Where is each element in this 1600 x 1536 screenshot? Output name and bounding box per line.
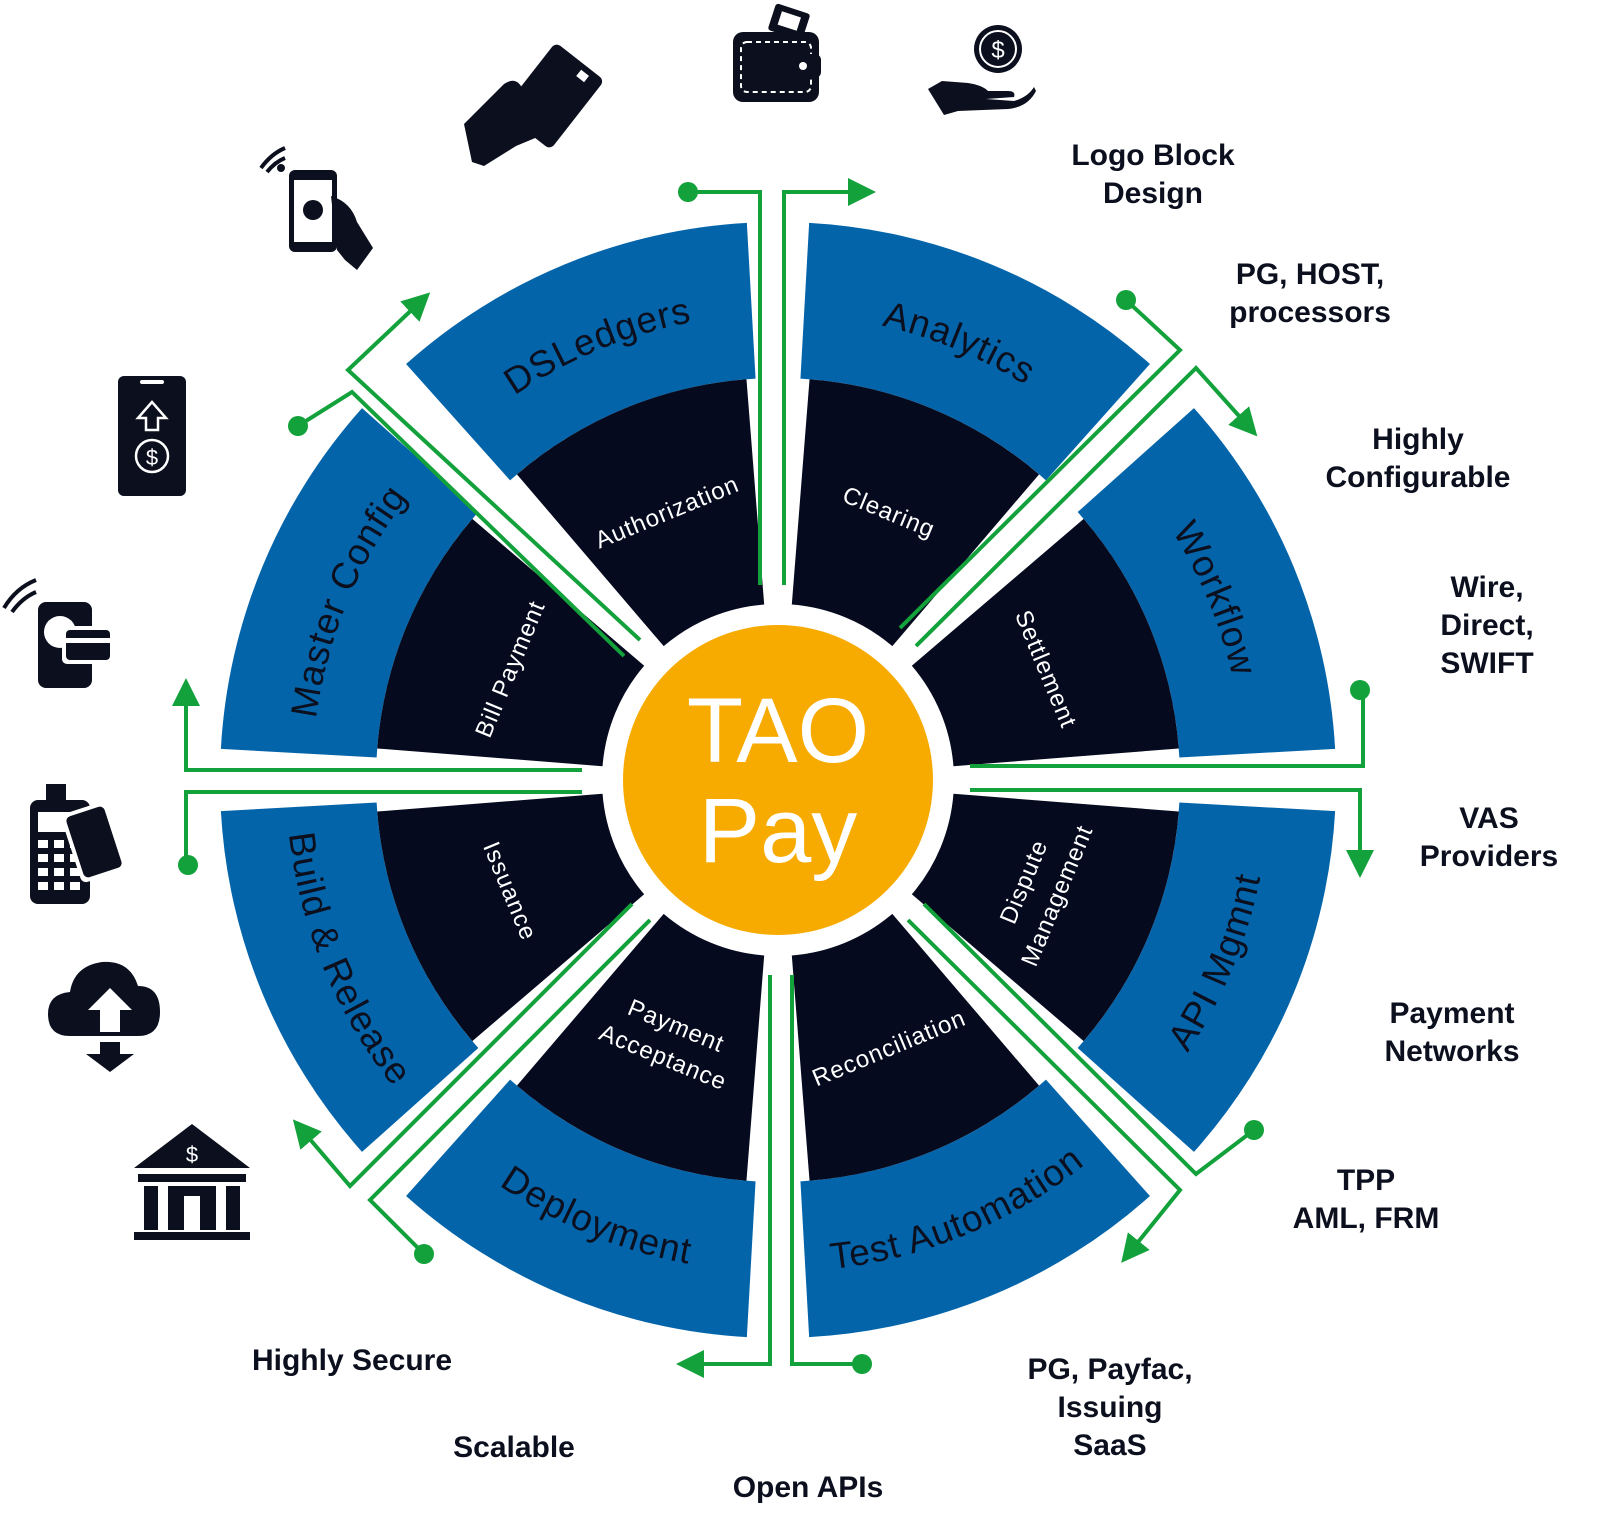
connector-left-bottom bbox=[184, 790, 582, 865]
connector-top-right bbox=[782, 178, 876, 585]
mobile-upload-dollar-icon: $ bbox=[118, 376, 186, 496]
connector-dot bbox=[414, 1244, 434, 1264]
connector-diag-br-inner bbox=[906, 918, 1183, 1263]
bank-icon: $ bbox=[134, 1124, 250, 1240]
ext-label-highly-secure: Highly Secure bbox=[252, 1344, 452, 1377]
connector-diag-tr-outer bbox=[898, 298, 1183, 630]
svg-text:$: $ bbox=[186, 1142, 198, 1167]
svg-text:$: $ bbox=[146, 445, 158, 470]
outer-segment-workflow bbox=[1077, 408, 1336, 758]
connector-diag-br-outer bbox=[922, 902, 1256, 1177]
connector-lines bbox=[172, 178, 1374, 1378]
outer-segment-test-automation bbox=[800, 1079, 1150, 1338]
contactless-phone-icon bbox=[259, 146, 373, 270]
inner-segment-issuance bbox=[377, 793, 645, 1042]
inner-segment-clearing bbox=[791, 379, 1040, 647]
connector-diag-tl-outer bbox=[345, 292, 642, 642]
inner-segment-dispute-management bbox=[911, 793, 1179, 1042]
ext-label-pg-host-processors: PG, HOST,processors bbox=[1229, 258, 1391, 329]
connector-bottom-right bbox=[790, 975, 862, 1366]
connector-right-top bbox=[970, 690, 1365, 768]
hand-card-icon bbox=[464, 44, 603, 166]
inner-ring bbox=[377, 379, 1179, 1181]
pos-terminal-icon bbox=[30, 784, 127, 904]
icons: $ $ bbox=[2, 3, 1036, 1240]
outer-ring bbox=[220, 222, 1336, 1338]
center-hub: TAO Pay bbox=[603, 605, 953, 955]
connector-dot bbox=[678, 182, 698, 202]
inner-segment-reconciliation bbox=[791, 913, 1040, 1181]
wallet-icon bbox=[733, 3, 821, 102]
inner-segment-payment-acceptance bbox=[516, 913, 765, 1181]
connector-diag-tl-inner bbox=[296, 389, 626, 658]
connector-dot bbox=[1116, 290, 1136, 310]
connector-diag-tr-inner bbox=[914, 365, 1258, 648]
cloud-sync-icon bbox=[48, 961, 160, 1072]
ext-label-wire-direct-swift: Wire,Direct,SWIFT bbox=[1440, 571, 1533, 680]
inner-segment-settlement bbox=[911, 518, 1179, 767]
connector-left-top bbox=[172, 678, 582, 772]
svg-text:$: $ bbox=[991, 37, 1004, 64]
outer-segment-analytics bbox=[800, 222, 1150, 481]
ext-label-open-apis: Open APIs bbox=[733, 1471, 884, 1504]
center-disc bbox=[623, 625, 933, 935]
inner-segment-bill-payment bbox=[377, 518, 645, 767]
ext-label-scalable: Scalable bbox=[453, 1431, 575, 1464]
contactless-card-icon bbox=[2, 578, 114, 688]
outer-segment-build-release bbox=[220, 802, 479, 1152]
outer-segment-dsledgers bbox=[406, 222, 756, 481]
outer-segment-api-mgmnt bbox=[1077, 802, 1336, 1152]
center-title-line2: Pay bbox=[699, 780, 858, 882]
connector-dot bbox=[1350, 680, 1370, 700]
connector-diag-bl-inner bbox=[367, 918, 652, 1256]
outer-segment-deployment bbox=[406, 1079, 756, 1338]
center-title-line1: TAO bbox=[687, 680, 869, 782]
connector-dot bbox=[178, 855, 198, 875]
inner-segment-authorization bbox=[516, 379, 765, 647]
hand-coin-icon: $ bbox=[928, 25, 1036, 115]
connector-right-bottom bbox=[970, 788, 1374, 878]
connector-top-left bbox=[688, 190, 762, 585]
connector-bottom-left bbox=[676, 975, 772, 1378]
connector-dot bbox=[852, 1354, 872, 1374]
connector-diag-bl-outer bbox=[292, 902, 634, 1189]
connector-dot bbox=[288, 416, 308, 436]
outer-segment-master-config bbox=[220, 408, 479, 758]
connector-dot bbox=[1244, 1120, 1264, 1140]
